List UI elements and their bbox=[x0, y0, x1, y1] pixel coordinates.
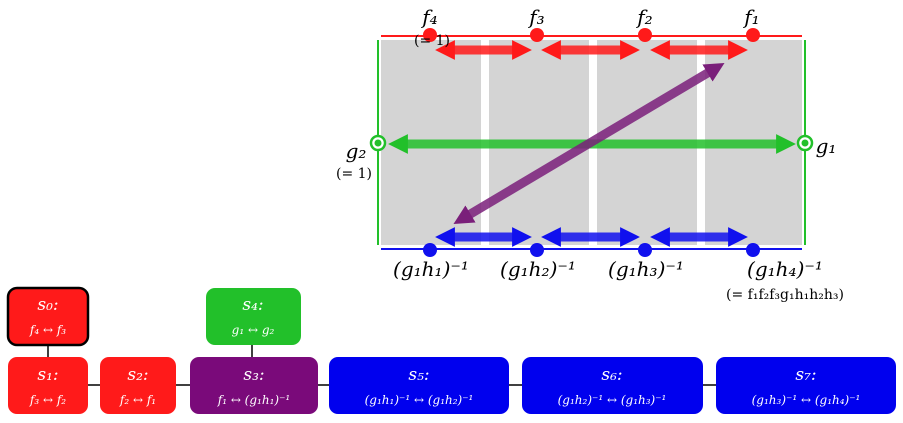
point-f4 bbox=[423, 28, 437, 42]
point-gh4 bbox=[746, 243, 760, 257]
state-box-s6: s₆: (g₁h₂)⁻¹ ↔ (g₁h₃)⁻¹ bbox=[522, 357, 703, 414]
state-box-s3: s₃: f₁ ↔ (g₁h₁)⁻¹ bbox=[190, 357, 318, 414]
state-s1-title: s₁: bbox=[37, 365, 58, 385]
label-f2: f₂ bbox=[635, 5, 652, 29]
label-f3: f₃ bbox=[527, 5, 544, 29]
state-s7-relation: (g₁h₃)⁻¹ ↔ (g₁h₄)⁻¹ bbox=[752, 393, 861, 407]
state-s2-relation: f₂ ↔ f₁ bbox=[119, 393, 156, 407]
label-g2: g₂ bbox=[346, 139, 367, 163]
point-gh2 bbox=[530, 243, 544, 257]
label-g2-note: (= 1) bbox=[336, 166, 372, 182]
state-box-s7: s₇: (g₁h₃)⁻¹ ↔ (g₁h₄)⁻¹ bbox=[716, 357, 896, 414]
point-f3 bbox=[530, 28, 544, 42]
point-gh3 bbox=[638, 243, 652, 257]
state-box-s5: s₅: (g₁h₁)⁻¹ ↔ (g₁h₂)⁻¹ bbox=[329, 357, 509, 414]
point-g2 bbox=[369, 134, 387, 152]
state-connectors bbox=[47, 345, 716, 386]
label-f4: f₄ bbox=[420, 5, 437, 29]
state-s4-title: s₄: bbox=[242, 295, 263, 315]
point-g1 bbox=[796, 134, 814, 152]
state-s1-relation: f₃ ↔ f₂ bbox=[29, 393, 66, 407]
label-f4-note: (= 1) bbox=[414, 33, 450, 49]
label-gh4-note: (= f₁f₂f₃g₁h₁h₂h₃) bbox=[726, 287, 844, 303]
label-g1: g₁ bbox=[816, 134, 837, 158]
state-box-s0: s₀: f₄ ↔ f₃ bbox=[6, 286, 90, 347]
label-gh1: (g₁h₁)⁻¹ bbox=[393, 257, 469, 281]
state-box-s1: s₁: f₃ ↔ f₂ bbox=[8, 357, 88, 414]
state-s7-title: s₇: bbox=[795, 365, 816, 385]
state-s2-title: s₂: bbox=[127, 365, 148, 385]
state-s0-title: s₀: bbox=[37, 295, 58, 315]
state-s3-title: s₃: bbox=[243, 365, 264, 385]
label-gh4: (g₁h₄)⁻¹ bbox=[747, 257, 823, 281]
state-s0-relation: f₄ ↔ f₃ bbox=[29, 323, 66, 337]
point-f1 bbox=[746, 28, 760, 42]
point-gh1 bbox=[423, 243, 437, 257]
state-s5-relation: (g₁h₁)⁻¹ ↔ (g₁h₂)⁻¹ bbox=[365, 393, 474, 407]
label-f1: f₁ bbox=[742, 5, 759, 29]
state-s4-relation: g₁ ↔ g₂ bbox=[232, 323, 275, 337]
state-s6-title: s₆: bbox=[601, 365, 622, 385]
state-box-s4: s₄: g₁ ↔ g₂ bbox=[206, 288, 301, 345]
purple-arrow-f1-gh1 bbox=[453, 62, 725, 225]
label-gh3: (g₁h₃)⁻¹ bbox=[608, 257, 684, 281]
point-f2 bbox=[638, 28, 652, 42]
state-box-s2: s₂: f₂ ↔ f₁ bbox=[100, 357, 176, 414]
state-s6-relation: (g₁h₂)⁻¹ ↔ (g₁h₃)⁻¹ bbox=[558, 393, 667, 407]
state-s3-relation: f₁ ↔ (g₁h₁)⁻¹ bbox=[217, 393, 290, 407]
state-s5-title: s₅: bbox=[408, 365, 429, 385]
label-gh2: (g₁h₂)⁻¹ bbox=[500, 257, 576, 281]
